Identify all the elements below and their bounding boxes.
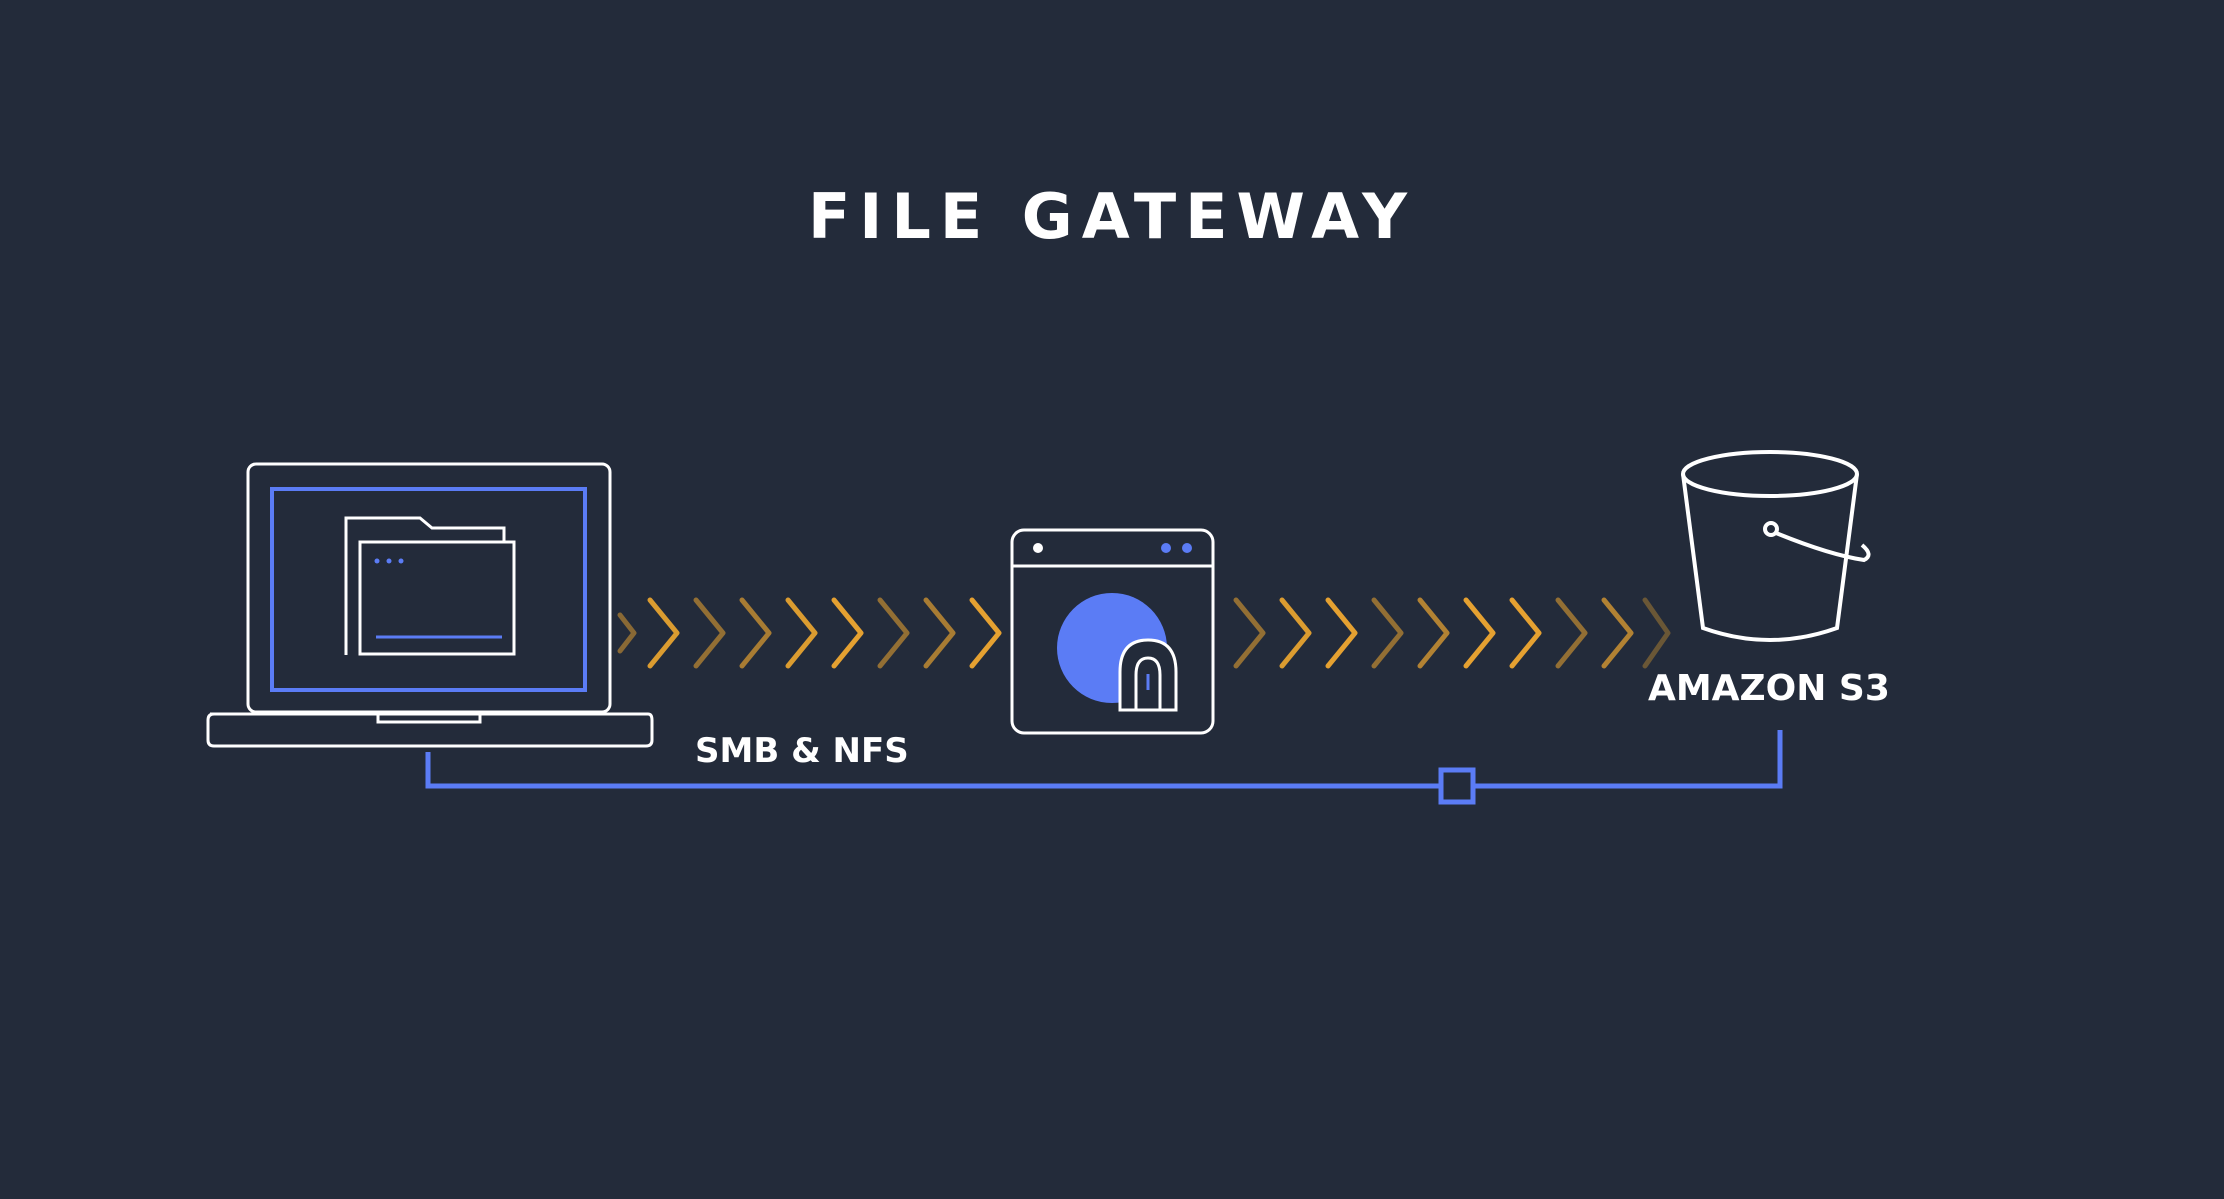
protocols-label: SMB & NFS — [695, 731, 909, 771]
amazon-s3-label: AMAZON S3 — [1648, 668, 1890, 709]
network-connection-line — [425, 730, 1783, 805]
s3-bucket-icon — [1681, 450, 1871, 642]
folder-icon — [344, 516, 516, 656]
page-title: FILE GATEWAY — [807, 180, 1417, 253]
data-flow-chevrons-right — [1233, 597, 1671, 669]
file-gateway-appliance-icon — [1010, 528, 1215, 735]
data-flow-chevrons-left — [617, 597, 1002, 669]
laptop-icon — [206, 462, 654, 748]
